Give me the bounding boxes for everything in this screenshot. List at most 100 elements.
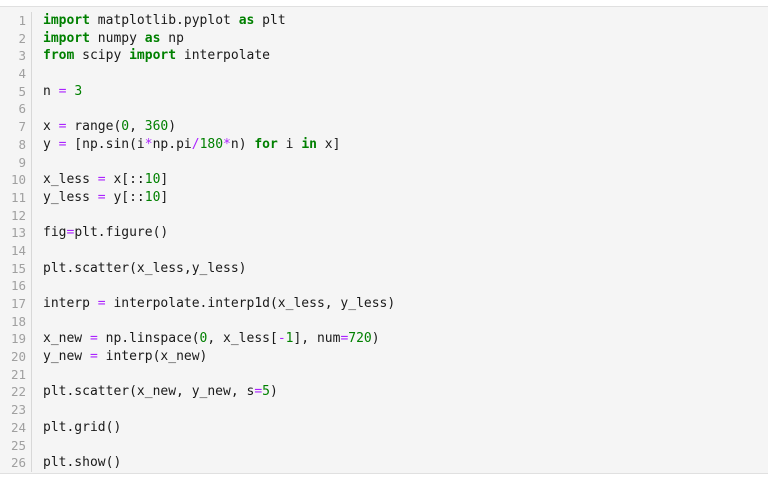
code-line[interactable]: y_new = interp(x_new) — [43, 348, 768, 366]
code-token-plain: y_new — [43, 349, 90, 365]
code-token-kw: import — [129, 48, 177, 64]
code-token-plain: plt — [254, 13, 286, 28]
code-token-op: = — [58, 119, 67, 135]
code-token-plain: scipy — [74, 48, 130, 64]
code-line[interactable] — [43, 277, 768, 295]
line-number: 2 — [18, 30, 26, 46]
code-token-num: 0 — [199, 331, 208, 347]
code-token-op: = — [97, 172, 106, 188]
code-line[interactable]: fig=plt.figure() — [43, 224, 768, 242]
code-line[interactable]: plt.grid() — [43, 419, 768, 437]
line-number: 9 — [18, 154, 26, 170]
code-token-kw: in — [301, 136, 317, 152]
code-line[interactable]: interp = interpolate.interp1d(x_less, y_… — [43, 295, 768, 313]
code-token-plain: interpolate.interp1d(x_less, y_less) — [105, 296, 396, 311]
code-token-num: 1 — [285, 331, 294, 347]
code-line[interactable] — [43, 437, 768, 455]
code-token-plain: y_less — [43, 189, 98, 205]
code-token-op: = — [58, 83, 67, 99]
line-number: 13 — [10, 225, 26, 241]
code-token-plain: np.linspace( — [97, 331, 200, 347]
code-token-plain: ) — [168, 119, 177, 135]
code-token-plain: ] — [160, 172, 169, 188]
code-line[interactable]: x = range(0, 360) — [43, 118, 768, 136]
code-line[interactable]: plt.show() — [43, 454, 768, 472]
code-token-op: - — [277, 331, 286, 347]
code-token-plain: x_less — [43, 172, 98, 188]
code-token-op: = — [340, 331, 349, 347]
line-number: 23 — [10, 402, 26, 418]
code-line[interactable]: import matplotlib.pyplot as plt — [43, 12, 768, 30]
code-token-plain: range( — [66, 119, 122, 135]
code-line[interactable]: from scipy import interpolate — [43, 47, 768, 65]
code-token-op: * — [223, 136, 231, 152]
code-token-plain: n — [43, 83, 59, 99]
code-token-plain: ], num — [293, 331, 341, 347]
code-token-plain: fig — [43, 225, 67, 241]
code-line[interactable] — [43, 313, 768, 331]
code-token-plain: plt.scatter(x_new, y_new, s — [43, 384, 255, 400]
code-line[interactable]: y_less = y[::10] — [43, 189, 768, 207]
code-line[interactable]: x_less = x[::10] — [43, 171, 768, 189]
code-token-num: 10 — [144, 189, 161, 205]
code-line[interactable] — [43, 65, 768, 83]
code-line[interactable] — [43, 366, 768, 384]
code-line[interactable] — [43, 401, 768, 419]
code-token-num: 180 — [199, 136, 224, 152]
code-line[interactable] — [43, 154, 768, 172]
code-line[interactable]: x_new = np.linspace(0, x_less[-1], num=7… — [43, 330, 768, 348]
code-line[interactable]: plt.scatter(x_new, y_new, s=5) — [43, 383, 768, 401]
line-number: 25 — [10, 437, 26, 453]
code-token-plain: np — [160, 30, 184, 46]
code-token-num: 360 — [144, 119, 169, 135]
code-token-plain: x_new — [43, 331, 90, 347]
code-token-num: 720 — [348, 331, 372, 347]
code-token-plain: ] — [160, 189, 169, 205]
code-token-num: 5 — [262, 384, 270, 400]
line-number: 10 — [10, 172, 26, 188]
code-token-kw: from — [43, 48, 75, 64]
code-token-op: = — [97, 189, 106, 205]
line-number: 6 — [18, 101, 26, 117]
code-token-op: = — [66, 225, 75, 241]
code-token-op: = — [89, 349, 98, 365]
line-number: 12 — [10, 207, 26, 223]
code-token-num: 0 — [121, 119, 130, 135]
line-number: 24 — [10, 419, 26, 435]
code-token-op: = — [97, 296, 106, 311]
line-number: 7 — [18, 119, 26, 135]
code-line[interactable]: y = [np.sin(i*np.pi/180*n) for i in x] — [43, 136, 768, 154]
code-token-plain: , — [129, 119, 145, 135]
code-token-plain: y — [43, 136, 59, 152]
code-token-plain: interpolate — [176, 48, 270, 64]
code-line[interactable]: plt.scatter(x_less,y_less) — [43, 260, 768, 278]
code-line[interactable] — [43, 100, 768, 118]
code-line[interactable] — [43, 242, 768, 260]
code-token-op: * — [144, 136, 153, 152]
line-number: 11 — [10, 189, 26, 205]
code-token-num: 10 — [144, 172, 161, 188]
code-token-num: 3 — [74, 83, 83, 99]
code-token-plain: plt.figure() — [74, 225, 169, 241]
code-token-op: = — [89, 331, 98, 347]
code-line[interactable] — [43, 207, 768, 225]
code-token-kw: for — [254, 136, 278, 152]
line-number: 4 — [18, 66, 26, 82]
line-number: 14 — [10, 242, 26, 258]
line-number: 21 — [10, 366, 26, 382]
line-number: 16 — [10, 278, 26, 294]
code-token-plain: x — [43, 119, 59, 135]
line-number: 17 — [10, 296, 26, 311]
code-line[interactable]: import numpy as np — [43, 30, 768, 48]
code-token-plain: interp(x_new) — [97, 349, 208, 365]
code-token-plain: n) — [230, 136, 255, 152]
code-token-plain: y[:: — [105, 189, 145, 205]
code-token-plain: plt.show() — [43, 455, 122, 471]
line-number: 8 — [18, 136, 26, 152]
code-line[interactable]: n = 3 — [43, 83, 768, 101]
code-token-plain: ) — [371, 331, 380, 347]
